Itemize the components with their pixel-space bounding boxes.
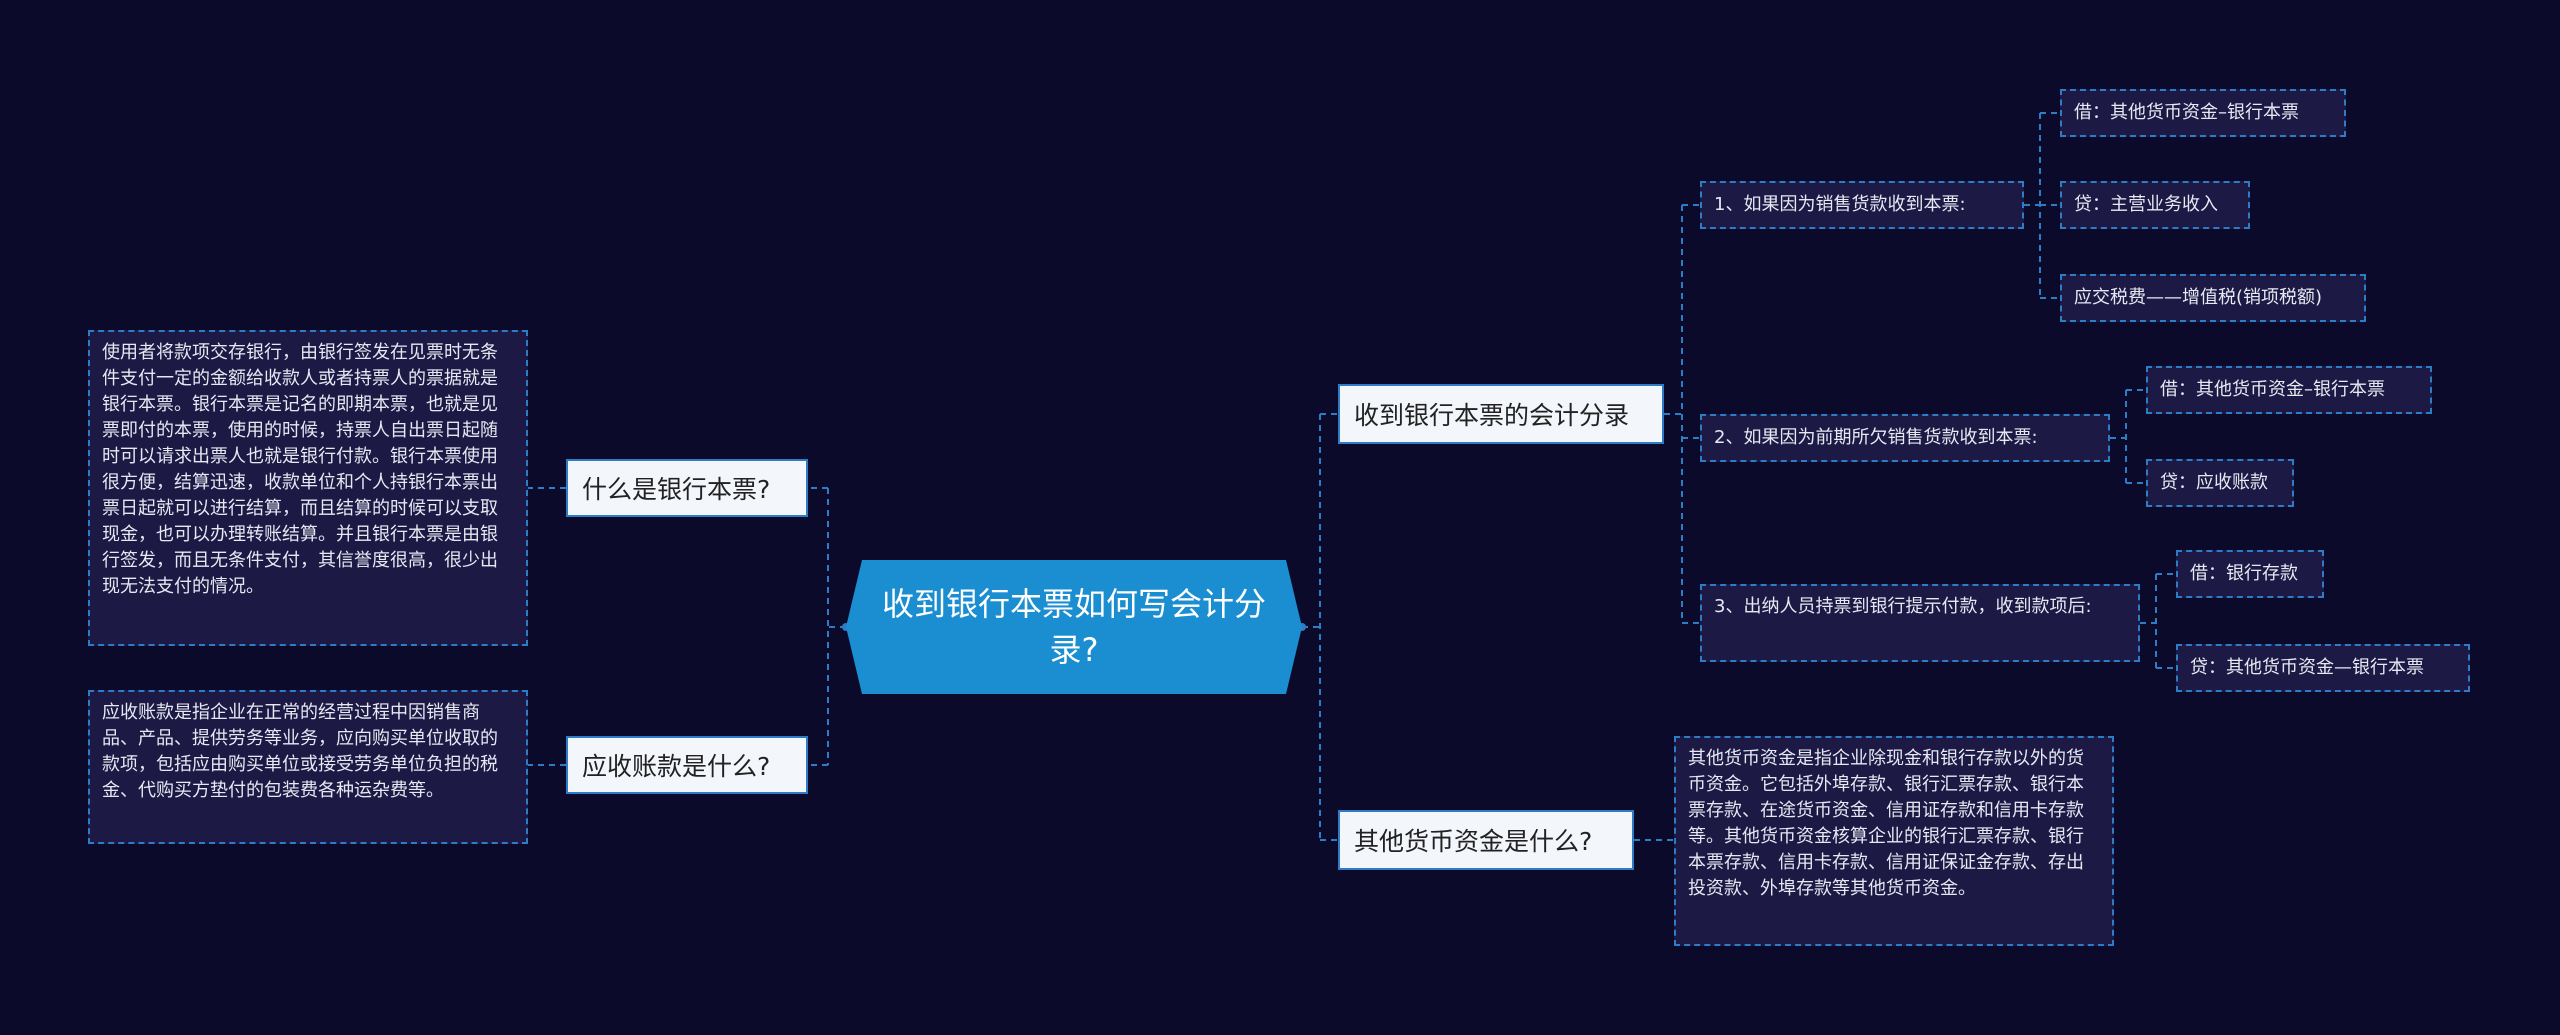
- case-cashier-collect[interactable]: 3、出纳人员持票到银行提示付款，收到款项后:: [1700, 584, 2140, 662]
- entry-label: 贷：其他货币资金—银行本票: [2190, 657, 2424, 678]
- case-label: 1、如果因为销售货款收到本票:: [1714, 194, 1966, 215]
- connector-root-right: [1302, 413, 1338, 841]
- entry-debit-bank-deposit[interactable]: 借：银行存款: [2176, 550, 2324, 598]
- topic-label: 收到银行本票的会计分录: [1354, 401, 1630, 430]
- topic-label: 应收账款是什么?: [582, 752, 771, 781]
- connector-l2b-leaves: [2110, 389, 2146, 484]
- case-sales-payment[interactable]: 1、如果因为销售货款收到本票:: [1700, 181, 2024, 229]
- topic-label: 其他货币资金是什么?: [1354, 827, 1593, 856]
- detail-text: 应收账款是指企业在正常的经营过程中因销售商品、产品、提供劳务等业务，应向购买单位…: [102, 702, 498, 801]
- entry-label: 贷：应收账款: [2160, 472, 2268, 493]
- entry-debit-other-funds[interactable]: 借：其他货币资金–银行本票: [2060, 89, 2346, 137]
- entry-label: 应交税费——增值税(销项税额): [2074, 287, 2323, 308]
- detail-text: 其他货币资金是指企业除现金和银行存款以外的货币资金。它包括外埠存款、银行汇票存款…: [1688, 748, 2084, 899]
- root-title: 收到银行本票如何写会计分录?: [882, 585, 1267, 669]
- topic-journal-entry[interactable]: 收到银行本票的会计分录: [1338, 384, 1664, 444]
- detail-other-monetary-funds: 其他货币资金是指企业除现金和银行存款以外的货币资金。它包括外埠存款、银行汇票存款…: [1674, 736, 2114, 946]
- root-node[interactable]: 收到银行本票如何写会计分录?: [846, 560, 1302, 694]
- entry-credit-receivable[interactable]: 贷：应收账款: [2146, 459, 2294, 507]
- entry-vat-payable[interactable]: 应交税费——增值税(销项税额): [2060, 274, 2366, 322]
- entry-label: 借：银行存款: [2190, 563, 2298, 584]
- detail-bank-note: 使用者将款项交存银行，由银行签发在见票时无条件支付一定的金额给收款人或者持票人的…: [88, 330, 528, 646]
- connector-l2a-leaves: [2024, 112, 2060, 299]
- detail-text: 使用者将款项交存银行，由银行签发在见票时无条件支付一定的金额给收款人或者持票人的…: [102, 342, 498, 597]
- entry-label: 借：其他货币资金–银行本票: [2160, 379, 2385, 400]
- entry-credit-other-funds[interactable]: 贷：其他货币资金—银行本票: [2176, 644, 2470, 692]
- connector-l2c-leaves: [2140, 573, 2176, 669]
- entry-label: 借：其他货币资金–银行本票: [2074, 102, 2299, 123]
- case-label: 2、如果因为前期所欠销售货款收到本票:: [1714, 427, 2038, 448]
- connector-r1-l2: [1664, 204, 1700, 624]
- topic-accounts-receivable[interactable]: 应收账款是什么?: [566, 736, 808, 794]
- topic-what-is-bank-note[interactable]: 什么是银行本票?: [566, 459, 808, 517]
- connector-root-left: [808, 487, 846, 766]
- topic-other-monetary-funds[interactable]: 其他货币资金是什么?: [1338, 810, 1634, 870]
- topic-label: 什么是银行本票?: [582, 475, 771, 504]
- case-label: 3、出纳人员持票到银行提示付款，收到款项后:: [1714, 596, 2092, 617]
- entry-debit-other-funds[interactable]: 借：其他货币资金–银行本票: [2146, 366, 2432, 414]
- case-prior-receivable[interactable]: 2、如果因为前期所欠销售货款收到本票:: [1700, 414, 2110, 462]
- detail-accounts-receivable: 应收账款是指企业在正常的经营过程中因销售商品、产品、提供劳务等业务，应向购买单位…: [88, 690, 528, 844]
- entry-credit-main-revenue[interactable]: 贷：主营业务收入: [2060, 181, 2250, 229]
- entry-label: 贷：主营业务收入: [2074, 194, 2218, 215]
